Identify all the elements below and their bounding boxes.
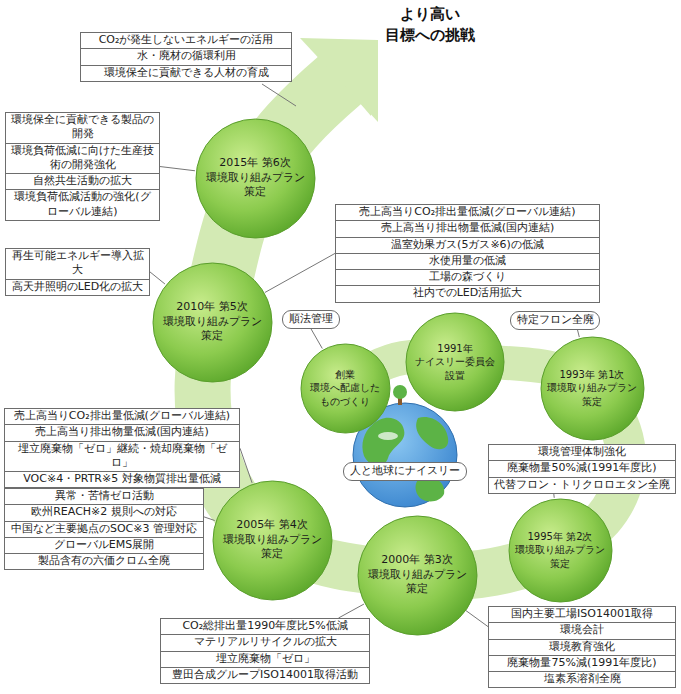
item-text: 売上高当り排出物量低減(国内連結) xyxy=(336,220,599,236)
goal-box: 環境管理体制強化廃棄物量50%減(1991年度比)代替フロン・トリクロロエタン全… xyxy=(488,444,676,494)
goal-box: CO₂が発生しないエネルギーの活用水・廃材の循環利用環境保全に貢献できる人材の育… xyxy=(80,32,292,82)
milestone-text: 1993年 第1次 環境取り組みプラン 策定 xyxy=(547,368,637,409)
circle-outline xyxy=(213,481,332,600)
item-text: 環境保全に貢献できる人材の育成 xyxy=(81,65,291,81)
item-text: 環境管理体制強化 xyxy=(489,445,675,460)
circle-outline xyxy=(196,119,315,238)
goal-box: 国内主要工場ISO14001取得環境会計環境教育強化廃棄物量75%減(1991年… xyxy=(488,606,676,688)
item-text: 環境会計 xyxy=(489,622,675,638)
circle-outline xyxy=(509,499,612,602)
item-text: 高天井照明のLED化の拡大 xyxy=(6,279,149,295)
item-text: 水使用量の低減 xyxy=(336,253,599,269)
circle-outline xyxy=(358,516,477,635)
item-text: 環境保全に貢献できる製品の開発 xyxy=(6,113,159,143)
item-text: 売上高当り排出物量低減(国内連結) xyxy=(5,424,239,440)
goal-heading: より高い 目標への挑戦 xyxy=(376,4,484,46)
item-text: 塩素系溶剤全廃 xyxy=(489,671,675,687)
item-text: 再生可能エネルギー導入拡大 xyxy=(6,249,149,279)
leader-line xyxy=(204,517,215,521)
leader-line xyxy=(160,167,195,171)
milestone-circle: 2000年 第3次 環境取り組みプラン 策定 xyxy=(357,515,478,636)
item-text: 環境教育強化 xyxy=(489,639,675,655)
callout-tag: 順法管理 xyxy=(282,310,340,329)
spiral-arrow-head xyxy=(300,38,378,122)
leader-line xyxy=(311,329,322,349)
leader-line xyxy=(150,272,165,284)
callout-tag: 人と地球にナイスリー xyxy=(343,462,467,481)
item-text: 代替フロン・トリクロロエタン全廃 xyxy=(489,477,675,493)
item-text: 水・廃材の循環利用 xyxy=(81,48,291,64)
milestone-text: 1995年 第2次 環境取り組みプラン 策定 xyxy=(515,530,605,571)
milestone-text: 2000年 第3次 環境取り組みプラン 策定 xyxy=(364,553,470,598)
milestone-text: 1991年 ナイスリー委員会 設置 xyxy=(413,342,497,383)
item-text: 工場の森づくり xyxy=(336,269,599,285)
item-text: 埋立廃棄物「ゼロ」 xyxy=(161,651,369,667)
item-text: 温室効果ガス(5ガス※6)の低減 xyxy=(336,237,599,253)
leader-line xyxy=(265,253,335,292)
milestone-circle: 2015年 第6次 環境取り組みプラン 策定 xyxy=(195,118,316,239)
circle-outline xyxy=(153,263,272,382)
leader-line xyxy=(553,494,554,498)
item-text: マテリアルリサイクルの拡大 xyxy=(161,634,369,650)
item-text: 売上高当りCO₂排出量低減(グローバル連結) xyxy=(5,409,239,424)
leader-line xyxy=(339,604,364,618)
circle-outline xyxy=(406,313,504,411)
goal-box: 売上高当りCO₂排出量低減(グローバル連結)売上高当り排出物量低減(国内連結)温… xyxy=(335,204,600,303)
item-text: 異常・苦情ゼロ活動 xyxy=(5,489,203,504)
goal-box: 再生可能エネルギー導入拡大高天井照明のLED化の拡大 xyxy=(5,248,150,296)
goal-box: 環境保全に貢献できる製品の開発環境負荷低減に向けた生産技術の開発強化自然共生活動… xyxy=(5,112,160,221)
leader-line xyxy=(240,448,252,483)
milestone-circle: 2005年 第4次 環境取り組みプラン 策定 xyxy=(212,480,333,601)
item-text: CO₂が発生しないエネルギーの活用 xyxy=(81,33,291,48)
milestone-text: 2010年 第5次 環境取り組みプラン 策定 xyxy=(159,300,265,345)
item-text: 売上高当りCO₂排出量低減(グローバル連結) xyxy=(336,205,599,220)
item-text: 順法管理 xyxy=(283,311,339,328)
goal-box: 異常・苦情ゼロ活動欧州REACH※2 規則への対応中国など主要拠点のSOC※3 … xyxy=(4,488,204,570)
item-text: 自然共生活動の拡大 xyxy=(6,173,159,189)
item-text: 欧州REACH※2 規則への対応 xyxy=(5,504,203,520)
item-text: グローバルEMS展開 xyxy=(5,537,203,553)
milestone-circle: 創業 環境へ配慮した ものづくり xyxy=(300,343,391,434)
goal-box: 売上高当りCO₂排出量低減(グローバル連結)売上高当り排出物量低減(国内連結)埋… xyxy=(4,408,240,488)
item-text: 人と地球にナイスリー xyxy=(344,463,466,480)
item-text: VOC※4・PRTR※5 対象物質排出量低減 xyxy=(5,471,239,487)
item-text: 廃棄物量50%減(1991年度比) xyxy=(489,460,675,476)
item-text: 社内でのLED活用拡大 xyxy=(336,285,599,301)
milestone-text: 2005年 第4次 環境取り組みプラン 策定 xyxy=(219,518,325,563)
item-text: 豊田合成グループISO14001取得活動 xyxy=(161,667,369,683)
circle-outline xyxy=(301,344,390,433)
milestone-text: 創業 環境へ配慮した ものづくり xyxy=(308,368,382,409)
circle-outline xyxy=(541,337,644,440)
item-text: 中国など主要拠点のSOC※3 管理対応 xyxy=(5,521,203,537)
item-text: 環境負荷低減に向けた生産技術の開発強化 xyxy=(6,143,159,174)
item-text: 埋立廃棄物「ゼロ」継続・焼却廃棄物「ゼロ」 xyxy=(5,441,239,472)
item-text: 国内主要工場ISO14001取得 xyxy=(489,607,675,622)
milestone-circle: 2010年 第5次 環境取り組みプラン 策定 xyxy=(152,262,273,383)
item-text: 廃棄物量75%減(1991年度比) xyxy=(489,655,675,671)
callout-tag: 特定フロン全廃 xyxy=(510,311,600,330)
leader-line xyxy=(578,330,580,337)
leader-line xyxy=(262,84,296,106)
goal-box: CO₂総排出量1990年度比5%低減マテリアルリサイクルの拡大埋立廃棄物「ゼロ」… xyxy=(160,618,370,684)
milestone-text: 2015年 第6次 環境取り組みプラン 策定 xyxy=(202,156,308,201)
item-text: 製品含有の六価クロム全廃 xyxy=(5,553,203,569)
item-text: CO₂総排出量1990年度比5%低減 xyxy=(161,619,369,634)
milestone-circle: 1993年 第1次 環境取り組みプラン 策定 xyxy=(540,336,645,441)
milestone-circle: 1995年 第2次 環境取り組みプラン 策定 xyxy=(508,498,613,603)
milestone-circle: 1991年 ナイスリー委員会 設置 xyxy=(405,312,505,412)
item-text: 環境負荷低減活動の強化(グローバル連結) xyxy=(6,189,159,220)
leader-line xyxy=(466,611,488,627)
item-text: 特定フロン全廃 xyxy=(511,312,599,329)
